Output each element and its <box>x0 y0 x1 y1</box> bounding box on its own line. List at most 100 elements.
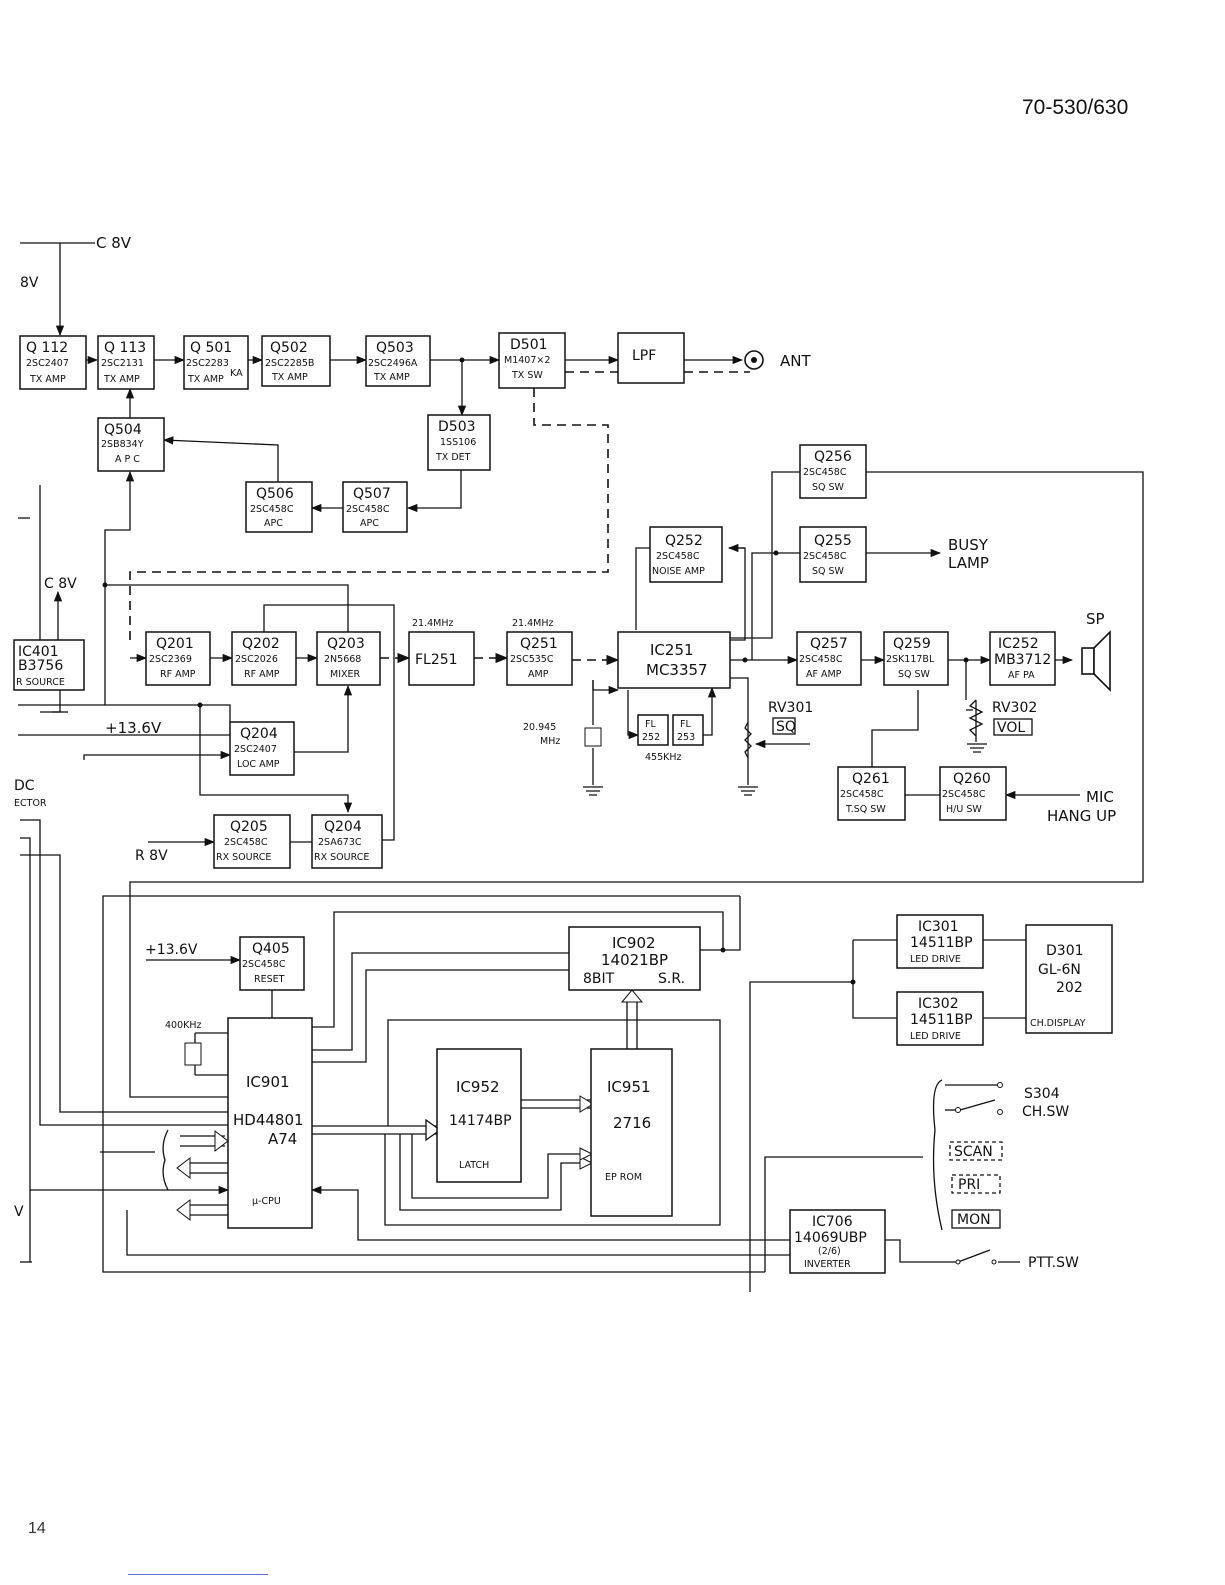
label-hangup: HANG UP <box>1047 807 1116 825</box>
label-136v-b: +13.6V <box>145 942 198 958</box>
svg-text:AF AMP: AF AMP <box>806 669 842 680</box>
svg-text:RX SOURCE: RX SOURCE <box>216 852 271 863</box>
rf-amp-q201: Q201 2SC2369 RF AMP <box>145 631 211 686</box>
svg-text:Q261: Q261 <box>852 771 890 787</box>
label-r8v: R 8V <box>135 848 168 864</box>
svg-text:14174BP: 14174BP <box>449 1113 512 1129</box>
tx-switch-d501: D501 M1407×2 TX SW <box>498 332 566 389</box>
svg-text:2SC458C: 2SC458C <box>803 467 847 478</box>
shift-register-ic902: IC902 14021BP 8BIT S.R. <box>568 926 701 991</box>
svg-text:D501: D501 <box>510 337 548 353</box>
svg-text:(2/6): (2/6) <box>818 1246 841 1257</box>
svg-text:IC951: IC951 <box>607 1078 651 1096</box>
svg-text:Q251: Q251 <box>520 636 558 652</box>
svg-text:Q204: Q204 <box>240 726 278 742</box>
svg-text:MC3357: MC3357 <box>646 661 708 679</box>
svg-text:INVERTER: INVERTER <box>804 1259 851 1270</box>
svg-text:8BIT: 8BIT <box>583 971 615 987</box>
label-136v-a: +13.6V <box>105 719 162 737</box>
svg-text:1SS106: 1SS106 <box>440 437 476 448</box>
rx-source-q204: Q204 2SA673C RX SOURCE <box>311 814 383 869</box>
low-pass-filter-lpf: LPF <box>617 332 685 384</box>
label-c8v-left: C 8V <box>44 576 77 592</box>
svg-text:MIXER: MIXER <box>330 669 361 680</box>
svg-text:2SC2496A: 2SC2496A <box>368 358 418 369</box>
label-400khz: 400KHz <box>165 1020 202 1031</box>
svg-text:Q203: Q203 <box>327 636 365 652</box>
amp-q251: Q251 2SC535C AMP <box>506 631 573 686</box>
label-scan: SCAN <box>954 1144 993 1160</box>
wires <box>18 242 1144 1292</box>
tx-amp-q112: Q 112 2SC2407 TX AMP <box>19 335 87 390</box>
svg-text:Q201: Q201 <box>156 636 194 652</box>
svg-text:SQ SW: SQ SW <box>898 669 931 680</box>
label-mon: MON <box>957 1212 991 1228</box>
svg-text:Q257: Q257 <box>810 636 848 652</box>
svg-text:2SC2369: 2SC2369 <box>149 654 192 665</box>
label-lamp: LAMP <box>948 554 989 572</box>
svg-text:2SC2407: 2SC2407 <box>234 744 277 755</box>
if-ic251: IC251 MC3357 <box>617 631 731 689</box>
noise-amp-q252: Q252 2SC458C NOISE AMP <box>649 526 723 583</box>
svg-text:Q202: Q202 <box>242 636 280 652</box>
svg-text:14021BP: 14021BP <box>601 951 668 969</box>
svg-text:2SC535C: 2SC535C <box>510 654 554 665</box>
tx-amp-q503: Q503 2SC2496A TX AMP <box>365 335 431 387</box>
svg-text:HD44801: HD44801 <box>233 1111 304 1129</box>
svg-text:AF PA: AF PA <box>1008 670 1035 681</box>
svg-text:2SC458C: 2SC458C <box>224 837 268 848</box>
svg-text:LATCH: LATCH <box>459 1160 489 1171</box>
svg-text:14511BP: 14511BP <box>910 935 973 951</box>
tx-amp-q113: Q 113 2SC2131 TX AMP <box>97 335 155 390</box>
svg-text:RF AMP: RF AMP <box>244 669 280 680</box>
svg-text:Q502: Q502 <box>270 340 308 356</box>
svg-text:GL-6N: GL-6N <box>1038 962 1081 978</box>
svg-text:SQ SW: SQ SW <box>812 566 845 577</box>
label-vol: VOL <box>997 720 1025 736</box>
svg-text:R SOURCE: R SOURCE <box>16 677 65 688</box>
svg-text:Q 501: Q 501 <box>190 340 232 356</box>
apc-q504: Q504 2SB834Y A P C <box>97 417 165 472</box>
svg-text:EP ROM: EP ROM <box>605 1172 642 1183</box>
inverter-ic706: IC706 14069UBP (2/6) INVERTER <box>789 1209 886 1274</box>
svg-text:IC901: IC901 <box>246 1073 290 1091</box>
svg-text:IC902: IC902 <box>612 934 656 952</box>
svg-text:Q503: Q503 <box>376 340 414 356</box>
svg-text:Q256: Q256 <box>814 449 852 465</box>
svg-text:Q506: Q506 <box>256 486 294 502</box>
label-ant: ANT <box>780 352 811 370</box>
footer-rule <box>128 1574 268 1575</box>
label-s304: S304 <box>1024 1086 1060 1102</box>
svg-text:M1407×2: M1407×2 <box>504 355 550 366</box>
label-xtal-a: 20.945 <box>523 722 556 733</box>
svg-text:H/U SW: H/U SW <box>946 804 982 815</box>
page-number-footer: 14 <box>28 1520 46 1537</box>
svg-text:2SC458C: 2SC458C <box>942 789 986 800</box>
svg-text:Q260: Q260 <box>953 771 991 787</box>
svg-text:2SC458C: 2SC458C <box>250 504 294 515</box>
svg-text:AMP: AMP <box>528 669 549 680</box>
svg-text:IC301: IC301 <box>918 919 959 935</box>
svg-text:D301: D301 <box>1046 943 1084 959</box>
svg-text:253: 253 <box>677 732 695 743</box>
rf-amp-q202: Q202 2SC2026 RF AMP <box>231 631 297 686</box>
label-c8v-top: C 8V <box>96 234 132 252</box>
cpu-ic901: IC901 HD44801 A74 μ-CPU <box>227 1017 313 1229</box>
svg-text:252: 252 <box>642 732 660 743</box>
svg-text:T.SQ SW: T.SQ SW <box>845 804 886 815</box>
reset-q405: Q405 2SC458C RESET <box>239 936 305 991</box>
svg-text:FL: FL <box>680 719 691 730</box>
label-dc: DC <box>14 778 35 794</box>
label-freq-214-b: 21.4MHz <box>512 618 553 629</box>
svg-text:Q 112: Q 112 <box>26 340 68 356</box>
svg-text:FL: FL <box>645 719 656 730</box>
label-v-bottom: V <box>14 1204 24 1220</box>
svg-text:2SK117BL: 2SK117BL <box>886 654 935 665</box>
svg-text:2SC458C: 2SC458C <box>346 504 390 515</box>
svg-text:μ-CPU: μ-CPU <box>252 1196 281 1207</box>
latch-ic952: IC952 14174BP LATCH <box>436 1048 522 1183</box>
svg-text:LED DRIVE: LED DRIVE <box>910 1031 961 1042</box>
svg-text:S.R.: S.R. <box>658 971 685 987</box>
svg-text:MB3712: MB3712 <box>994 652 1051 668</box>
